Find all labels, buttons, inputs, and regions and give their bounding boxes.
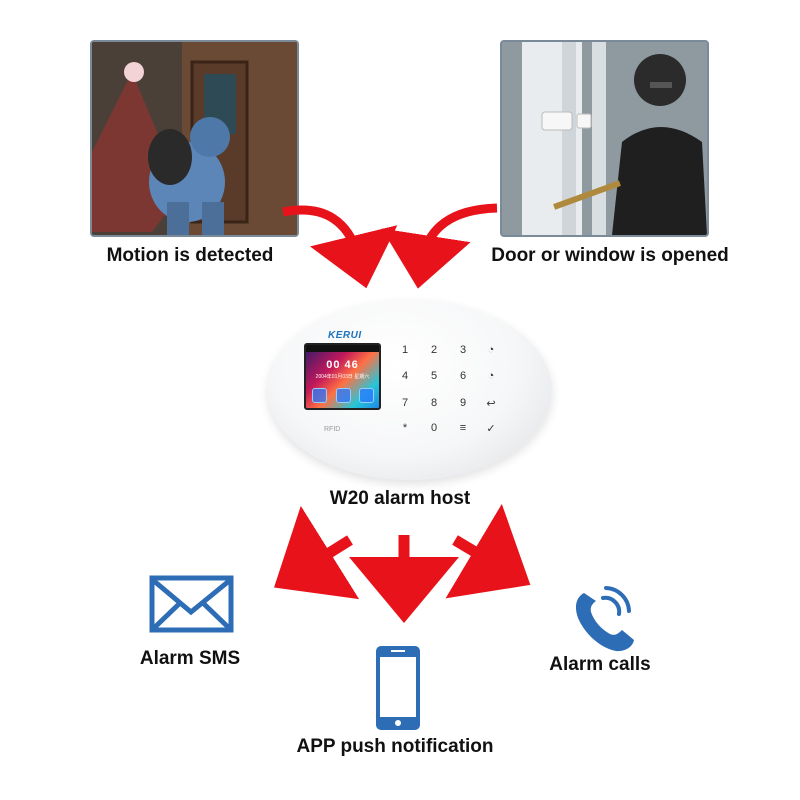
keypad-key: 2 [430,344,438,356]
keypad-key: 5 [430,370,438,382]
arrow-host-to-sms [274,505,360,600]
envelope-icon [149,575,234,633]
caption-app: APP push notification [296,736,494,757]
rfid-label: RFID [324,426,341,433]
arrow-motion-to-host [282,205,398,289]
caption-door: Door or window is opened [491,245,729,266]
screen-date: 2004年01月03日 星期六 [315,374,370,380]
motion-scene-illustration [92,42,297,235]
screen-icons [312,388,374,403]
screen-arm-icon [312,388,327,403]
caption-host: W20 alarm host [329,488,471,509]
arrow-host-to-calls [445,503,531,599]
caption-calls: Alarm calls [549,654,651,675]
keypad-key: 0 [430,422,438,434]
keypad-key: ↩ [486,398,496,410]
keypad-key: 3 [459,344,467,356]
caption-sms: Alarm SMS [139,648,241,669]
keypad-key: ◔ [487,344,495,356]
door-photo [500,40,709,237]
keypad-key: * [402,422,408,434]
device-screen: 00 46 2004年01月03日 星期六 [304,343,381,410]
keypad-key: 7 [401,397,409,409]
keypad-key: 4 [401,370,409,382]
keypad-key: ◔ [487,370,495,382]
keypad-key: 1 [401,344,409,356]
caption-motion: Motion is detected [106,245,274,266]
keypad-key: ≡ [459,422,467,434]
arrow-door-to-host [381,203,498,289]
keypad-key: ✓ [486,423,496,435]
keypad-key: 6 [459,370,467,382]
smartphone-icon [376,646,420,730]
keypad-key: 8 [430,397,438,409]
screen-status-bar [306,345,379,352]
screen-disarm-icon [359,388,374,403]
phone-call-icon [575,586,634,652]
motion-photo [90,40,299,237]
screen-time: 00 46 [326,359,359,371]
device-brand-logo: KERUI [328,330,362,341]
keypad-key: 9 [459,397,467,409]
door-scene-illustration [502,42,707,235]
screen-home-icon [335,388,351,403]
